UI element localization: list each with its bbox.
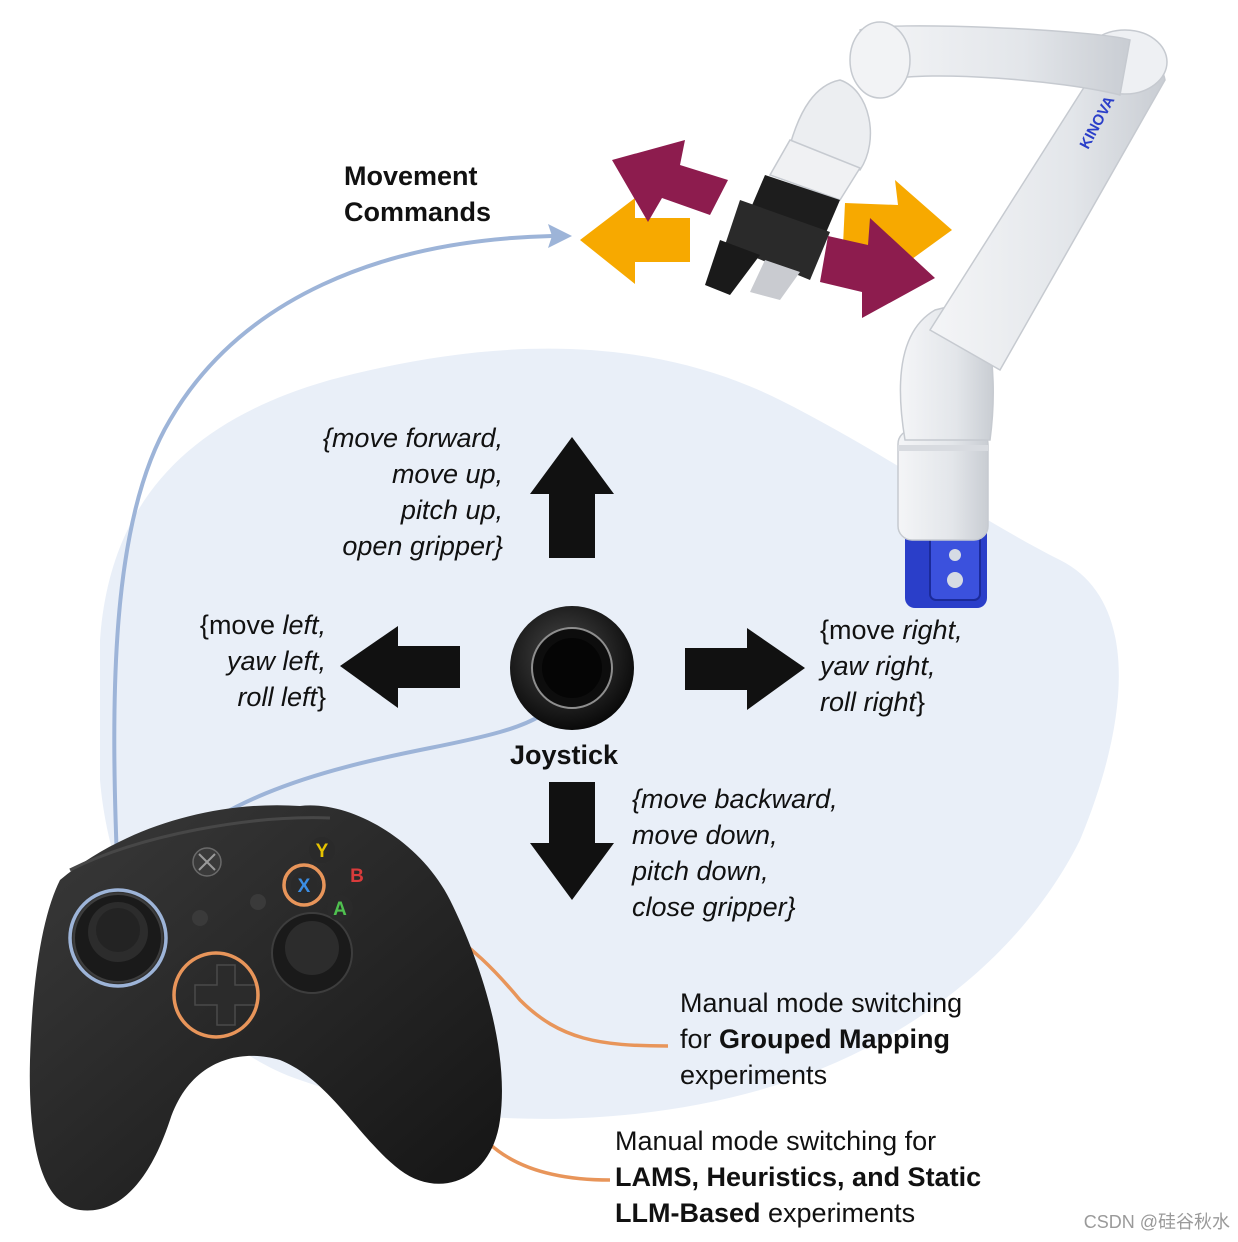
right-arrow [685,628,805,710]
down-arrow [530,782,614,900]
right-commands-label: {move right, yaw right, roll right} [820,615,963,717]
gold-arrow-left [580,198,690,284]
maroon-arrow-right [820,218,935,318]
movement-link-line [112,234,553,886]
robot-arm: KINOVA [705,21,1168,608]
lams-note: Manual mode switching for LAMS, Heuristi… [615,1126,982,1228]
joystick-label: Joystick [510,740,619,770]
left-stick-highlight [68,888,168,988]
backward-commands-label: {move backward, move down, pitch down, c… [632,784,838,922]
joystick-illustration [510,606,634,730]
left-commands-label: {move left, yaw left, roll left} [199,610,326,712]
button-b-label: B [350,866,364,887]
up-arrow [530,437,614,558]
button-x-label: X [298,876,311,897]
gold-arrow-right [843,180,952,275]
button-a-label: A [333,899,347,920]
forward-commands-label: {move forward, move up, pitch up, open g… [322,423,503,561]
maroon-arrow-upleft [612,140,728,222]
x-button-highlight [282,863,326,907]
watermark: CSDN @硅谷秋水 [1083,1212,1230,1232]
game-controller: Y B A X [29,805,502,1211]
movement-commands-label: Movement Commands [344,161,492,227]
left-arrow [340,626,460,708]
dpad-highlight [172,951,260,1039]
grouped-mapping-note: Manual mode switching for Grouped Mappin… [680,988,963,1090]
button-y-label: Y [316,841,329,862]
movement-link-arrowhead [548,224,572,248]
